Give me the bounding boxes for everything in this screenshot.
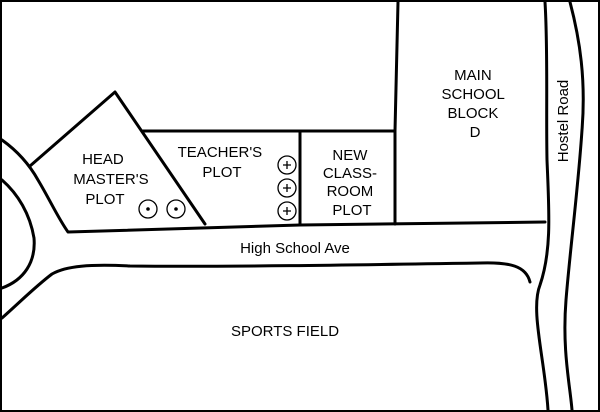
main-school-block-outline bbox=[393, 0, 400, 133]
main-school-block-label: MAIN SCHOOL BLOCK D bbox=[442, 67, 509, 141]
sports-field-label: SPORTS FIELD bbox=[231, 323, 339, 340]
head-master-plot-label: HEAD MASTER'S PLOT bbox=[73, 151, 153, 208]
hostel-road-east-edge bbox=[563, 0, 585, 412]
new-classroom-plot-label: NEW CLASS- ROOM PLOT bbox=[323, 147, 381, 219]
plus-marker-icon bbox=[277, 201, 297, 221]
plus-marker-icon bbox=[277, 178, 297, 198]
head-master-plot-outline bbox=[28, 90, 207, 226]
avenue-label: High School Ave bbox=[240, 240, 350, 257]
hostel-road-west-edge bbox=[535, 0, 551, 412]
dot-marker-icon bbox=[166, 199, 186, 219]
plus-marker-icon bbox=[277, 155, 297, 175]
west-road-edge bbox=[0, 178, 36, 290]
teacher-plot-label: TEACHER'S PLOT bbox=[178, 144, 267, 181]
avenue-north-edge bbox=[0, 138, 547, 234]
avenue-south-edge bbox=[0, 261, 532, 320]
side-road-label: Hostel Road bbox=[555, 80, 572, 163]
dot-marker-icon bbox=[138, 199, 158, 219]
